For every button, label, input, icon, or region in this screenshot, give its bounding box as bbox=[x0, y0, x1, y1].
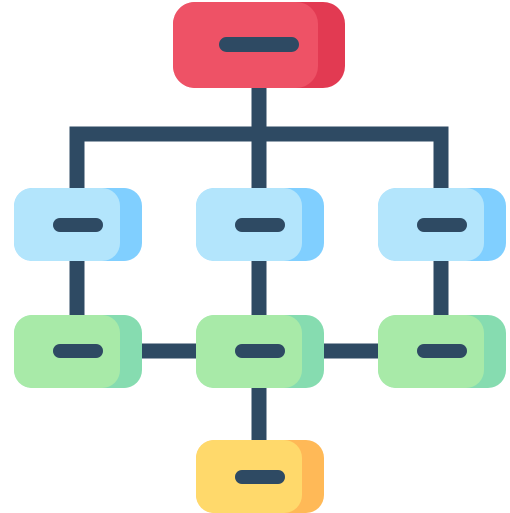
dash-icon bbox=[235, 344, 285, 358]
level2-node-right bbox=[378, 315, 506, 388]
dash-icon bbox=[417, 218, 467, 232]
connector-lines bbox=[69, 85, 449, 445]
level1-node-right bbox=[378, 188, 506, 261]
level2-node-left bbox=[14, 315, 142, 388]
dash-icon bbox=[219, 37, 299, 52]
dash-icon bbox=[235, 470, 285, 484]
dash-icon bbox=[417, 344, 467, 358]
level3-node-center bbox=[196, 440, 324, 513]
level1-node-left bbox=[14, 188, 142, 261]
level1-node-center bbox=[196, 188, 324, 261]
dash-icon bbox=[53, 218, 103, 232]
level2-node-center bbox=[196, 315, 324, 388]
dash-icon bbox=[235, 218, 285, 232]
dash-icon bbox=[53, 344, 103, 358]
root-node bbox=[173, 2, 345, 88]
